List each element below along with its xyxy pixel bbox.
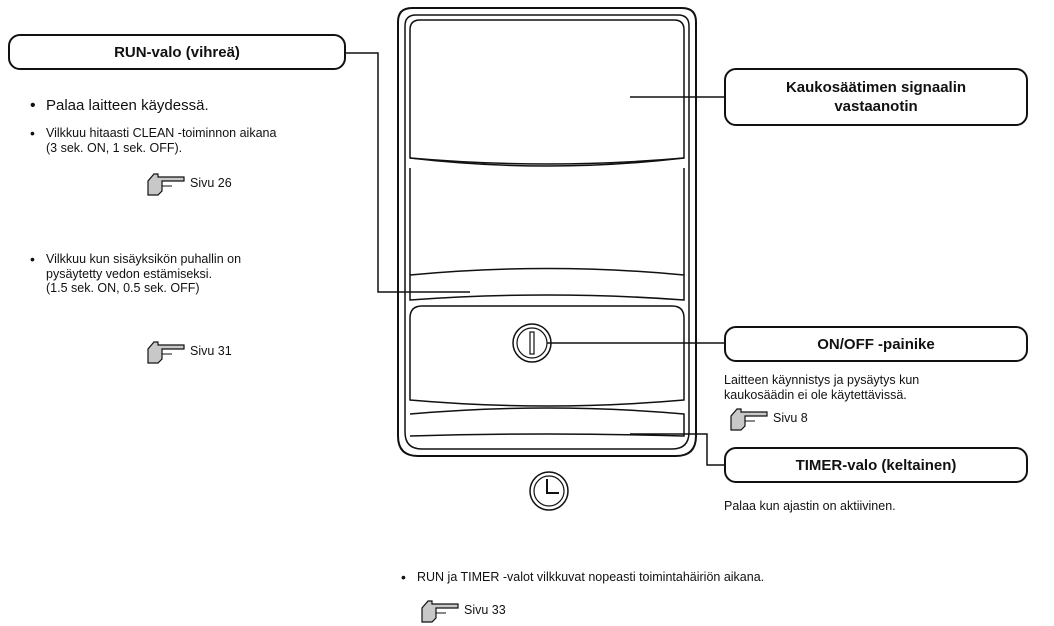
onoff-button-area (409, 305, 685, 407)
run-light-ref-2[interactable]: Sivu 31 (146, 337, 232, 365)
run-light-title: RUN-valo (vihreä) (114, 43, 240, 61)
receiver-window (409, 19, 685, 165)
run-light-title-box: RUN-valo (vihreä) (8, 34, 346, 70)
footer-ref[interactable]: Sivu 33 (420, 596, 506, 624)
receiver-title-line1: Kaukosäätimen signaalin (785, 79, 967, 96)
panel-middle-section (409, 157, 685, 275)
onoff-description: Laitteen käynnistys ja pysäytys kun kauk… (724, 373, 920, 402)
panel-inner-frame (404, 14, 690, 450)
run-light-bullet-clean: Vilkkuu hitaasti CLEAN -toiminnon aikana… (30, 126, 386, 155)
run-light-leader-line (346, 52, 470, 293)
panel-outer-frame (397, 7, 697, 457)
timer-title: TIMER-valo (keltainen) (795, 456, 957, 474)
timer-light-band (409, 407, 685, 437)
timer-light-leader-line (630, 433, 724, 466)
ref-page-label: Sivu 31 (190, 344, 232, 358)
run-light-bullet-on: Palaa laitteen käydessä. (30, 97, 386, 115)
footer-bullet: RUN ja TIMER -valot vilkkuvat nopeasti t… (401, 570, 977, 585)
power-icon (512, 323, 552, 363)
pointing-hand-icon (147, 173, 185, 196)
timer-description: Palaa kun ajastin on aktiivinen. (724, 499, 896, 513)
clock-icon (529, 471, 569, 511)
pointing-hand-icon (421, 600, 459, 623)
onoff-title-box: ON/OFF -painike (724, 326, 1028, 362)
receiver-title-box: Kaukosäätimen signaalin vastaanotin (724, 68, 1028, 126)
onoff-title: ON/OFF -painike (817, 335, 935, 353)
receiver-title-line2: vastaanotin (834, 98, 918, 115)
run-light-bullet-fan: Vilkkuu kun sisäyksikön puhallin on pysä… (30, 252, 386, 296)
ref-page-label: Sivu 33 (464, 603, 506, 617)
pointing-hand-icon (730, 408, 768, 431)
run-light-band (409, 267, 685, 301)
ref-page-label: Sivu 26 (190, 176, 232, 190)
run-light-ref-1[interactable]: Sivu 26 (146, 169, 232, 197)
pointing-hand-icon (147, 341, 185, 364)
ref-page-label: Sivu 8 (773, 411, 808, 425)
timer-title-box: TIMER-valo (keltainen) (724, 447, 1028, 483)
onoff-ref[interactable]: Sivu 8 (729, 404, 808, 432)
